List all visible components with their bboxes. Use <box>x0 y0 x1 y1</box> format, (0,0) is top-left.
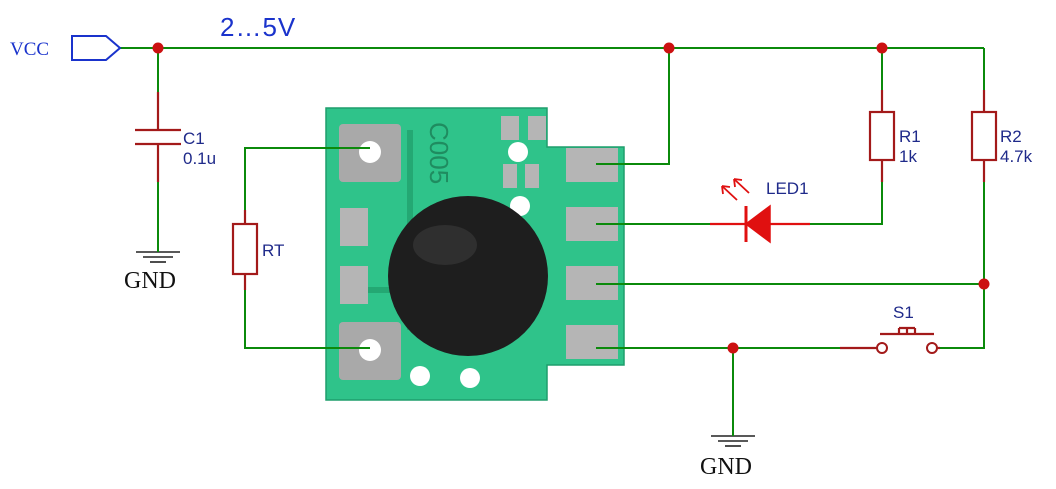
pcb-pad-4 <box>566 325 618 359</box>
pcb-via <box>460 368 480 388</box>
pcb-pad <box>340 208 368 246</box>
vcc-port: VCC <box>10 35 122 61</box>
resistor-r2: R2 4.7k <box>970 90 1033 182</box>
r1-ref: R1 <box>899 127 921 146</box>
wires <box>120 47 985 432</box>
resistor-rt: RT <box>231 210 284 290</box>
wire-r1-bottom <box>810 182 883 225</box>
pcb-silkscreen: C005 <box>424 122 454 184</box>
r2-ref: R2 <box>1000 127 1022 146</box>
junction-dot <box>876 42 888 54</box>
pcb-via <box>508 142 528 162</box>
rt-ref: RT <box>262 241 284 260</box>
ground-symbol-bottom: GND <box>700 432 755 480</box>
r1-value: 1k <box>899 147 917 166</box>
ground-label-bottom: GND <box>700 454 752 480</box>
pcb-pad <box>528 116 546 140</box>
pcb-hole-bottom <box>339 322 401 380</box>
pcb-pad <box>503 164 517 188</box>
r2-value: 4.7k <box>1000 147 1033 166</box>
vcc-port-label: VCC <box>10 39 49 60</box>
junction-dot <box>152 42 164 54</box>
wire-pad1-vcc <box>596 48 670 165</box>
junction-dot <box>727 342 739 354</box>
led-emission-arrow <box>721 185 738 201</box>
led-emission-arrow <box>733 178 750 194</box>
wire-rt-top <box>244 147 370 210</box>
ground-symbol-left: GND <box>124 230 180 294</box>
switch-s1: S1 <box>840 303 940 354</box>
ground-label-left: GND <box>124 268 176 294</box>
junction-dot <box>663 42 675 54</box>
pcb-via <box>410 366 430 386</box>
wire-r2-bottom <box>940 182 985 349</box>
c1-ref: C1 <box>183 129 205 148</box>
pcb-via <box>510 196 530 216</box>
c1-value: 0.1u <box>183 149 216 168</box>
pcb-hole-top <box>339 124 401 182</box>
capacitor-c1: C1 0.1u <box>135 92 216 182</box>
supply-voltage-label: 2…5V <box>220 12 296 42</box>
junctions <box>152 42 990 354</box>
resistor-r1: R1 1k <box>868 90 921 182</box>
pcb-module: C005 <box>325 107 625 401</box>
pcb-pad <box>340 266 368 304</box>
led1-ref: LED1 <box>766 179 809 198</box>
vcc-port-symbol <box>71 35 122 61</box>
s1-ref: S1 <box>893 303 914 322</box>
led-led1: LED1 <box>710 178 810 244</box>
chip-epoxy-blob <box>388 196 548 356</box>
junction-dot <box>978 278 990 290</box>
chip-epoxy-highlight <box>413 225 477 265</box>
pcb-pad <box>525 164 539 188</box>
led-triangle <box>744 204 771 244</box>
pcb-pad <box>501 116 519 140</box>
wire-rt-bottom <box>244 290 370 349</box>
